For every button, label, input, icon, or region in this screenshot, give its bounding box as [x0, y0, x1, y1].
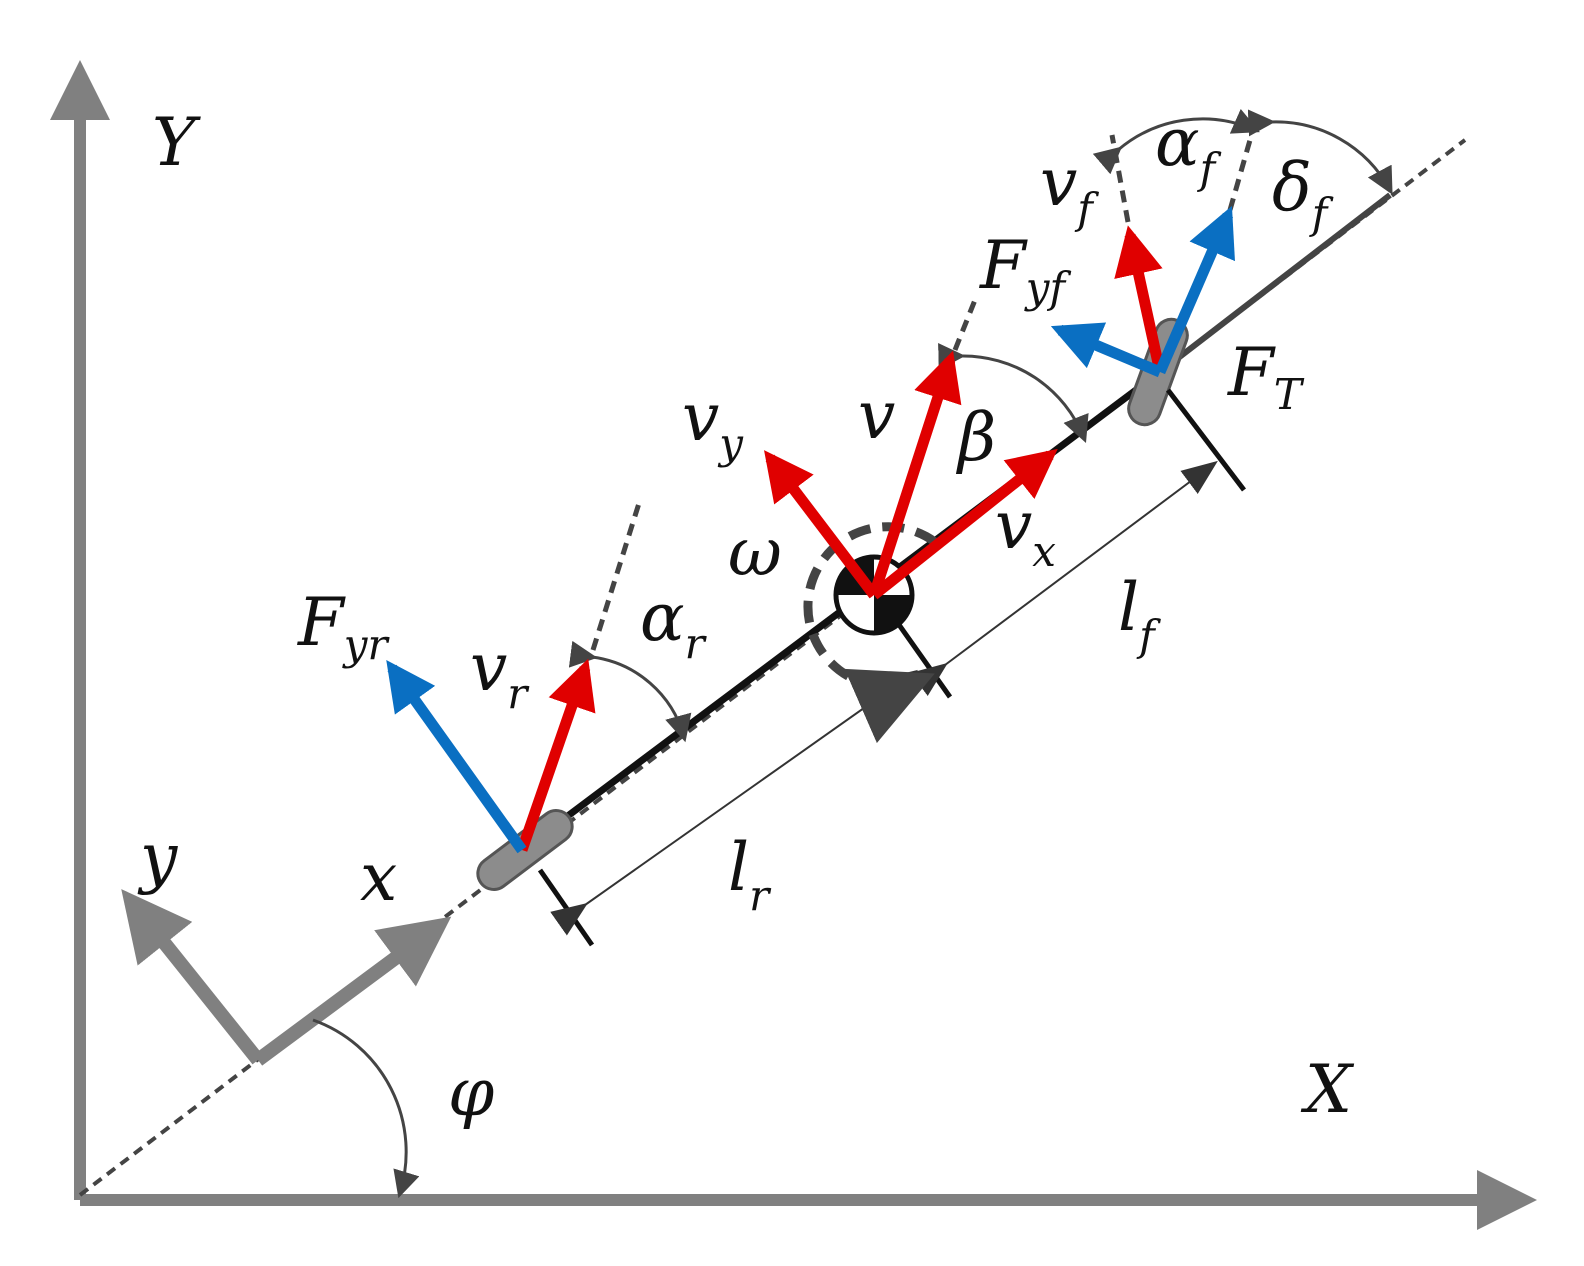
- label-alpha-r: αr: [640, 579, 708, 668]
- front-axle-tick: [1166, 388, 1246, 492]
- Fyr-vector: [386, 659, 527, 854]
- front-wheel-guide: [1227, 139, 1253, 211]
- rear-slip-guide: [590, 499, 643, 651]
- rear-axle-tick: [537, 868, 595, 947]
- label-vy: vy: [682, 379, 744, 468]
- label-Fyf: Fyf: [979, 227, 1072, 312]
- label-beta: β: [955, 399, 996, 476]
- vehicle-body-front-extension: [1158, 192, 1392, 375]
- label-vf: vf: [1040, 144, 1099, 233]
- label-alpha-f: αf: [1155, 104, 1222, 193]
- sideslip-angle-arc: [938, 343, 1089, 444]
- FT-vector: [1154, 205, 1235, 375]
- body-y-axis: [121, 889, 264, 1065]
- label-vx: vx: [995, 487, 1056, 576]
- label-Fyr: Fyr: [297, 584, 391, 669]
- lf-dimension-line: [910, 460, 1218, 696]
- label-delta-f: δf: [1272, 149, 1334, 238]
- front-slip-angle-arc: [1092, 108, 1260, 175]
- label-omega: ω: [728, 514, 782, 591]
- heading-angle-arc: [312, 1018, 420, 1199]
- rear-slip-angle-arc: [568, 640, 692, 743]
- vx-vector: [870, 448, 1058, 600]
- label-lr: lr: [728, 829, 772, 920]
- yaw-rate-arc: [803, 522, 938, 743]
- body-x-axis: [253, 916, 452, 1066]
- label-v: v: [858, 377, 895, 454]
- label-body-x: x: [360, 839, 397, 916]
- front-velocity-guide: [1109, 134, 1131, 223]
- v-vector: [868, 350, 962, 597]
- label-body-y: y: [137, 819, 178, 896]
- label-vr: vr: [470, 629, 530, 718]
- label-FT: FT: [1227, 334, 1305, 419]
- vr-vector: [516, 658, 596, 852]
- vy-vector: [764, 450, 879, 599]
- label-global-Y: Y: [152, 104, 201, 181]
- beta-guide: [952, 299, 978, 351]
- label-phi: φ: [448, 1054, 494, 1131]
- steering-angle-arc: [1247, 109, 1393, 195]
- label-lf: lf: [1118, 569, 1161, 660]
- Fyf-vector: [1050, 322, 1163, 378]
- vf-vector: [1114, 225, 1166, 374]
- label-global-X: X: [1300, 1051, 1355, 1128]
